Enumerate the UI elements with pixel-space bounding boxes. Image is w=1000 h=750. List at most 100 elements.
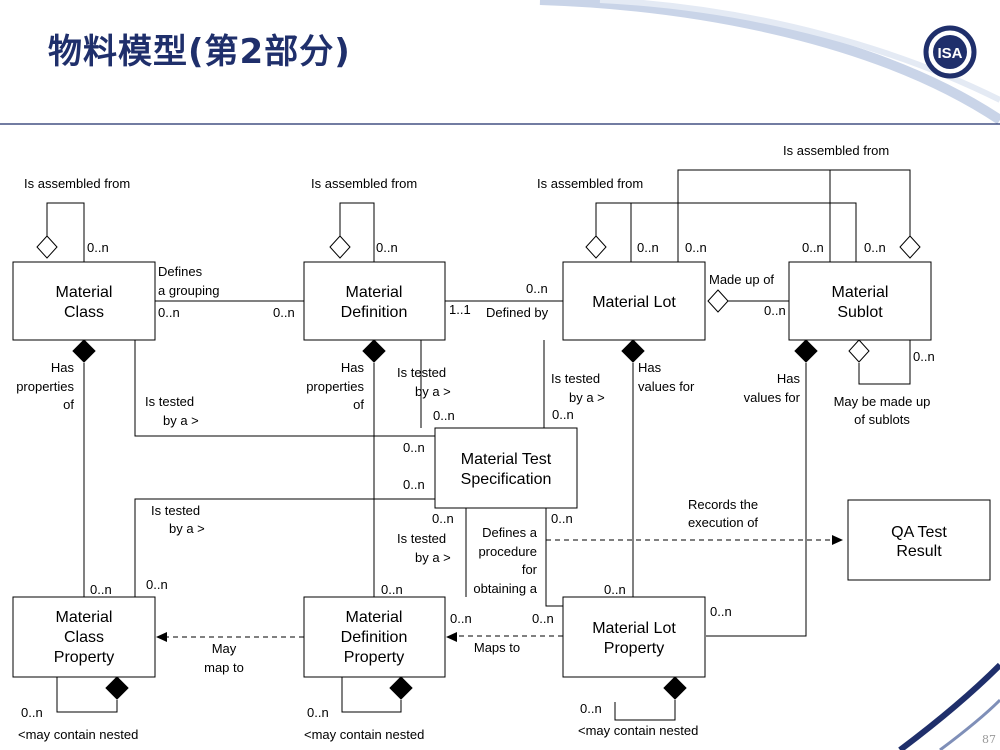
mult-spec-lot-property: 0..n	[551, 511, 573, 526]
slide-title: 物料模型(第2部分)	[48, 32, 351, 72]
mult-lot-sublot: 0..n	[685, 240, 707, 255]
label-is-tested-definition-property: Is tested	[397, 531, 446, 546]
mult-sublot-right: 0..n	[864, 240, 886, 255]
connectors	[46, 169, 911, 721]
label-is-tested-definition: Is tested	[397, 365, 446, 380]
label-records-the: Records the	[688, 497, 758, 512]
mult-spec-class: 0..n	[403, 440, 425, 455]
label-of-class: of	[63, 397, 74, 412]
label-may: May	[212, 641, 237, 656]
mult-definition-self: 0..n	[376, 240, 398, 255]
label-is-tested-class-property: Is tested	[151, 503, 200, 518]
mult-lot-property: 0..n	[604, 582, 626, 597]
mult-nested-lot-property: 0..n	[580, 701, 602, 716]
boxes	[12, 261, 991, 678]
label-nested-lot-property: <may contain nested	[578, 723, 698, 738]
label-execution-of: execution of	[688, 515, 758, 530]
box-material-class-property	[12, 596, 156, 678]
label-assembled-lot: Is assembled from	[537, 176, 643, 191]
box-material-lot-property	[562, 596, 706, 678]
mult-spec-class-property: 0..n	[403, 477, 425, 492]
relation-labels: Is assembled from Is assembled from Is a…	[16, 143, 930, 742]
label-assembled-sublot: Is assembled from	[783, 143, 889, 158]
box-text-material-lot: Material Lot	[592, 294, 676, 311]
mult-class-property: 0..n	[90, 582, 112, 597]
dashed-connectors	[156, 535, 843, 642]
label-defined-by: Defined by	[486, 305, 549, 320]
page-number: 87	[982, 733, 996, 746]
label-of-definition: of	[353, 397, 364, 412]
label-has-class: Has	[51, 360, 75, 375]
label-defines-a: Defines a	[482, 525, 538, 540]
box-material-definition	[303, 261, 446, 341]
mult-lot-property-sublot: 0..n	[710, 604, 732, 619]
mult-definition-property-map: 0..n	[450, 611, 472, 626]
box-material-lot	[562, 261, 706, 341]
label-procedure: procedure	[478, 544, 537, 559]
mult-class-self: 0..n	[87, 240, 109, 255]
box-material-class	[12, 261, 156, 341]
mult-nested-definition-property: 0..n	[307, 705, 329, 720]
mult-sublot-sublots: 0..n	[913, 349, 935, 364]
logo-text: ISA	[937, 45, 962, 62]
mult-spec-definition-property: 0..n	[432, 511, 454, 526]
mult-lot-self: 0..n	[637, 240, 659, 255]
label-values-for-lot: values for	[638, 379, 695, 394]
box-material-test-spec	[434, 427, 578, 509]
box-material-definition-property	[303, 596, 446, 678]
multiplicities: 0..n 0..n 0..n 0..n 0..n 0..n 0..n 0..n …	[21, 240, 935, 720]
label-by-a-definition: by a >	[415, 384, 451, 399]
label-has-lot: Has	[638, 360, 662, 375]
mult-definition-lot: 1..1	[449, 302, 471, 317]
mult-lot-definition: 0..n	[526, 281, 548, 296]
label-for: for	[522, 562, 538, 577]
box-qa-test-result	[847, 499, 991, 581]
mult-nested-class-property: 0..n	[21, 705, 43, 720]
label-map-to: map to	[204, 660, 244, 675]
isa-logo: ISA	[923, 25, 977, 79]
mult-definition-grouping: 0..n	[273, 305, 295, 320]
label-may-be-made-up: May be made up	[834, 394, 931, 409]
label-assembled-class: Is assembled from	[24, 176, 130, 191]
label-values-for-sublot: values for	[744, 390, 801, 405]
box-material-sublot	[788, 261, 932, 341]
mult-sublot-made-up: 0..n	[764, 303, 786, 318]
mult-sublot-left: 0..n	[802, 240, 824, 255]
label-properties-definition: properties	[306, 379, 364, 394]
label-by-a-definition-property: by a >	[415, 550, 451, 565]
label-properties-class: properties	[16, 379, 74, 394]
label-obtaining-a: obtaining a	[473, 581, 537, 596]
mult-definition-property: 0..n	[381, 582, 403, 597]
label-has-sublot: Has	[777, 371, 801, 386]
label-assembled-definition: Is assembled from	[311, 176, 417, 191]
mult-lot-property-map: 0..n	[532, 611, 554, 626]
label-nested-definition-property: <may contain nested	[304, 727, 424, 742]
label-made-up-of: Made up of	[709, 272, 774, 287]
mult-class-property-test: 0..n	[146, 577, 168, 592]
mult-spec-definition: 0..n	[433, 408, 455, 423]
label-maps-to: Maps to	[474, 640, 520, 655]
label-has-definition: Has	[341, 360, 365, 375]
label-by-a-class: by a >	[163, 413, 199, 428]
label-by-a-lot: by a >	[569, 390, 605, 405]
label-nested-class-property: <may contain nested	[18, 727, 138, 742]
label-a-grouping: a grouping	[158, 283, 219, 298]
diamonds	[36, 235, 921, 700]
label-of-sublots: of sublots	[854, 412, 910, 427]
label-is-tested-class: Is tested	[145, 394, 194, 409]
label-by-a-class-property: by a >	[169, 521, 205, 536]
label-defines: Defines	[158, 264, 203, 279]
label-is-tested-lot: Is tested	[551, 371, 600, 386]
